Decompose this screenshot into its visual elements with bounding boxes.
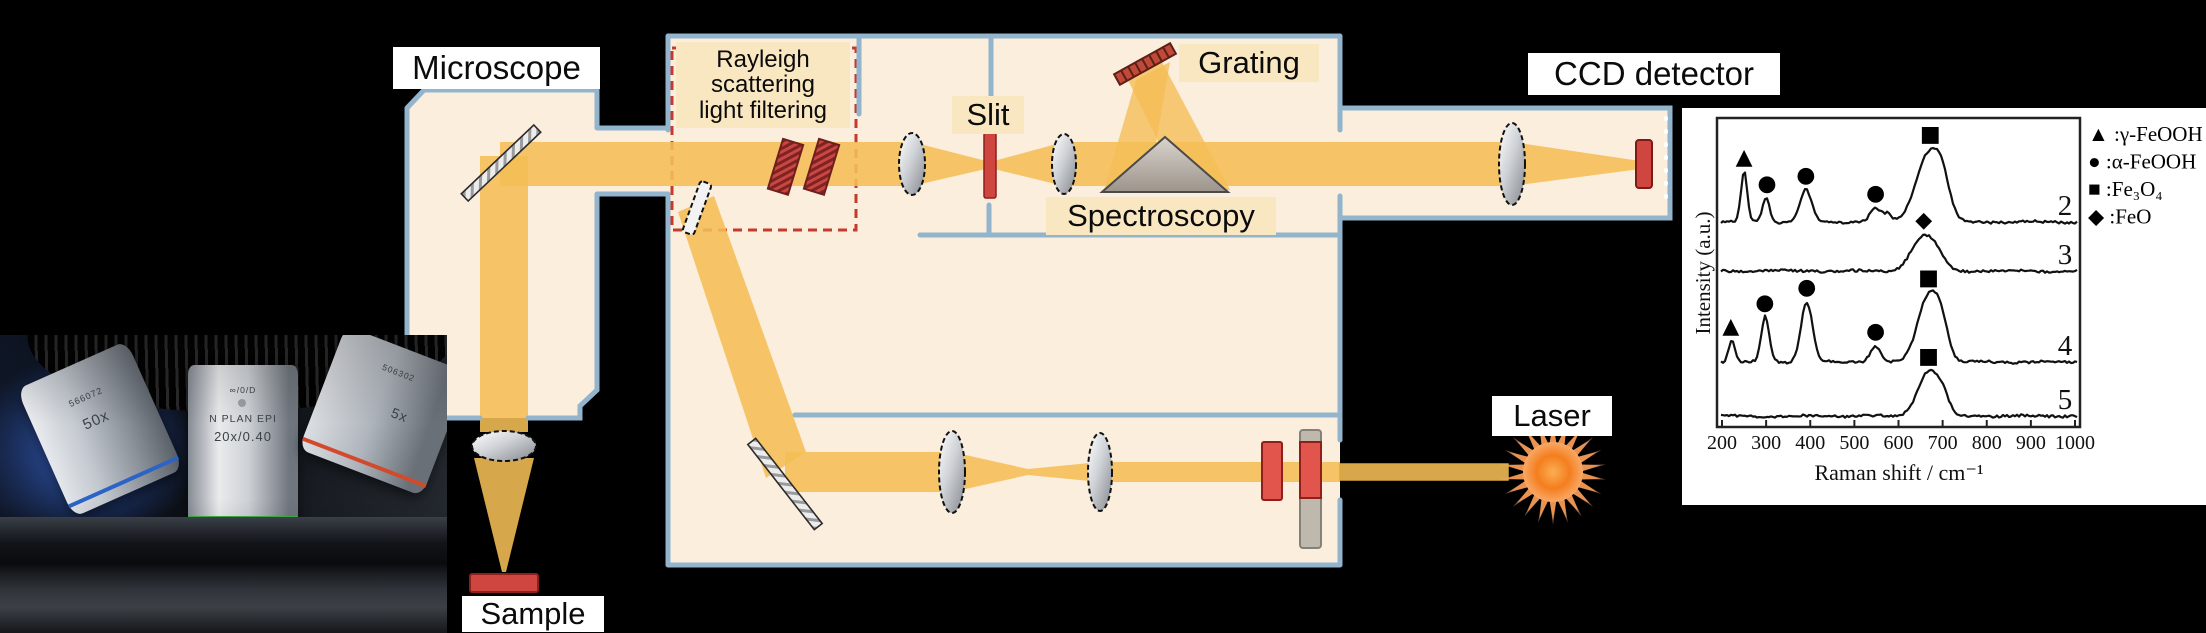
beam-horizontal-main — [500, 142, 912, 186]
x-tick-label: 1000 — [2055, 432, 2095, 454]
x-tick-label: 400 — [1795, 432, 1825, 454]
grating-label: Grating — [1179, 44, 1319, 82]
fold-mirror-microscope — [460, 123, 542, 203]
legend-item: ■ :Fe₃O₄ — [2088, 177, 2163, 201]
spectrum-number-label: 5 — [2058, 384, 2073, 416]
rayleigh-line-2: scattering — [710, 71, 816, 99]
slit-element — [983, 132, 997, 199]
laser-label: Laser — [1492, 396, 1612, 436]
beam-focus-on-sample — [474, 458, 534, 572]
spectrum-number-label: 3 — [2058, 239, 2073, 271]
beam-laser-converge — [952, 452, 1028, 492]
spectrum-number-label: 2 — [2058, 190, 2073, 222]
peak-marker: ● — [1797, 275, 1816, 300]
x-tick-label: 900 — [2016, 432, 2046, 454]
spectrum-curve-4 — [1720, 289, 2078, 365]
y-axis-label: Intensity (a.u.) — [1691, 211, 1715, 335]
peak-marker: ● — [1755, 290, 1774, 315]
sample-label: Sample — [462, 596, 604, 632]
spectrum-curve-2 — [1720, 147, 2078, 225]
rayleigh-line-3: light filtering — [698, 96, 828, 124]
beam-converge-to-ccd — [1512, 142, 1640, 186]
peak-marker: ● — [1866, 181, 1885, 206]
x-tick-label: 700 — [1928, 432, 1958, 454]
peak-marker: ■ — [1918, 266, 1939, 291]
ccd-detector-label: CCD detector — [1528, 53, 1780, 95]
sample-element — [469, 573, 539, 593]
peak-marker: ◆ — [1915, 208, 1932, 233]
spectroscopy-label: Spectroscopy — [1046, 197, 1276, 235]
lens-collimating — [898, 132, 926, 196]
microscope-label: Microscope — [393, 47, 600, 89]
grating-element — [1112, 41, 1178, 87]
microscope-photo: 566072 50x ∞/0/D N PLAN EPI 20x/0.40 506… — [0, 335, 447, 633]
spectroscopy-prism — [1099, 135, 1231, 193]
lens-laser-2 — [1087, 432, 1113, 512]
objective-line1: N PLAN EPI — [188, 413, 298, 425]
peak-marker: ■ — [1920, 122, 1941, 147]
microscope-box-border — [404, 87, 671, 421]
fold-mirror-laser — [746, 437, 824, 531]
beam-vertical-to-sample — [480, 156, 528, 432]
beam-diagonal-laser — [678, 196, 806, 478]
microscope-stage — [0, 517, 447, 633]
spectrometer-box-border — [665, 33, 1343, 568]
laser-core — [1523, 442, 1583, 502]
lens-ccd-focus — [1498, 122, 1526, 206]
objective-lens-sample — [471, 430, 537, 462]
beam-grating-down — [1128, 62, 1230, 190]
beam-laser-thin — [1339, 463, 1509, 481]
lens-laser-1 — [938, 430, 966, 514]
objective-dot — [238, 399, 246, 407]
peak-marker: ▲ — [1736, 145, 1753, 170]
beam-laser-horizontal — [785, 452, 952, 492]
beam-diverge-from-slit — [990, 142, 1064, 186]
spectrum-curve-3 — [1720, 233, 2078, 274]
x-tick-label: 300 — [1751, 432, 1781, 454]
x-tick-label: 600 — [1884, 432, 1914, 454]
notch-filter-2 — [802, 137, 841, 197]
laser-source-starburst — [1500, 419, 1606, 525]
plot-frame — [1715, 116, 2082, 429]
peak-marker: ● — [1866, 319, 1885, 344]
x-tick-label: 800 — [1972, 432, 2002, 454]
objective-marking: ∞/0/D — [188, 385, 298, 395]
lens-after-slit — [1051, 133, 1077, 195]
peak-marker: ● — [1796, 163, 1815, 188]
legend-item: ● :α-FeOOH — [2088, 150, 2196, 174]
beam-laser-diverge — [1028, 462, 1100, 482]
legend-item: ◆ :FeO — [2088, 205, 2151, 229]
laser-filter-1 — [1261, 441, 1283, 501]
objective-20x: ∞/0/D N PLAN EPI 20x/0.40 — [188, 365, 298, 533]
x-tick-label: 500 — [1839, 432, 1869, 454]
slit-label: Slit — [952, 96, 1024, 134]
spectrum-number-label: 4 — [2058, 330, 2073, 362]
rayleigh-filtering-label: Rayleigh scattering light filtering — [676, 42, 850, 128]
x-tick-label: 200 — [1707, 432, 1737, 454]
ccd-duct-border — [1337, 105, 1673, 221]
beamsplitter — [681, 180, 713, 236]
peak-marker: ● — [1757, 172, 1776, 197]
enclosure-borders — [404, 33, 1673, 568]
beam-converge-to-slit — [912, 142, 990, 186]
peak-marker: ■ — [1918, 344, 1939, 369]
ccd-sensor — [1635, 139, 1653, 189]
x-axis-label: Raman shift / cm⁻¹ — [1814, 460, 1984, 485]
rayleigh-line-1: Rayleigh — [716, 46, 810, 74]
objective-line2: 20x/0.40 — [188, 429, 298, 444]
notch-filter-1 — [766, 137, 805, 197]
photo-shading — [0, 335, 447, 633]
legend-item: ▲ :γ-FeOOH — [2088, 122, 2203, 146]
peak-marker: ▲ — [1722, 314, 1739, 339]
spectrum-curve-5 — [1720, 368, 2078, 419]
laser-filter-2 — [1299, 441, 1322, 499]
